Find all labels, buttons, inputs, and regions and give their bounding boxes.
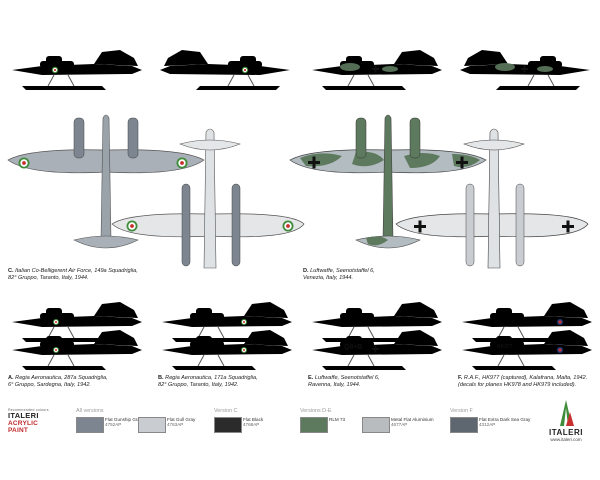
profile-c-right — [160, 50, 290, 90]
color-swatch — [450, 417, 478, 433]
brand-url[interactable]: www.italeri.com — [550, 437, 582, 442]
plan-c-top — [7, 114, 205, 249]
caption-b: B. Regia Aeronautica, 171a Squadriglia, … — [158, 375, 258, 388]
swatch-group-title: Version F — [450, 408, 473, 414]
swatch-group-title: Versions D-E — [300, 408, 332, 414]
code-hk: HK977 — [497, 344, 513, 350]
swatch-group-title: All versions — [76, 408, 104, 414]
brand-name: ITALERI — [548, 428, 583, 437]
color-swatch — [76, 417, 104, 433]
profile-a-bottom — [11, 329, 143, 371]
profile-c-left — [11, 49, 143, 91]
caption-a: A. Regia Aeronautica, 287a Squadriglia, … — [8, 375, 108, 388]
plan-c-bottom — [111, 128, 305, 269]
brand-flag-icon — [560, 400, 574, 426]
caption-d: D. Luftwaffe, Seenotstaffel 6, Venezia, … — [303, 268, 375, 281]
color-swatch — [214, 417, 242, 433]
color-swatch — [138, 417, 166, 433]
paint-brand-logo: Recommended colours ITALERI ACRYLIC PAIN… — [8, 408, 49, 434]
color-swatch — [362, 417, 390, 433]
code-e: Q8+B — [344, 344, 363, 351]
caption-e: E. Luftwaffe, Seenotstaffel 6, Ravenna, … — [308, 375, 380, 388]
profile-f-bottom — [461, 329, 593, 371]
swatch-label: RLM 73 — [329, 417, 346, 422]
color-swatch — [300, 417, 328, 433]
profile-b-bottom — [161, 329, 293, 371]
plan-d-bottom — [395, 128, 589, 269]
plan-d-top — [289, 114, 487, 249]
brand-logo: ITALERI www.italeri.com — [540, 398, 592, 442]
caption-f: F. R.A.F., HK977 (captured), Kalafrana, … — [458, 375, 588, 388]
swatch-group-title: Version C — [214, 408, 238, 414]
caption-c: C. Italian Co-Belligerent Air Force, 149… — [8, 268, 138, 281]
